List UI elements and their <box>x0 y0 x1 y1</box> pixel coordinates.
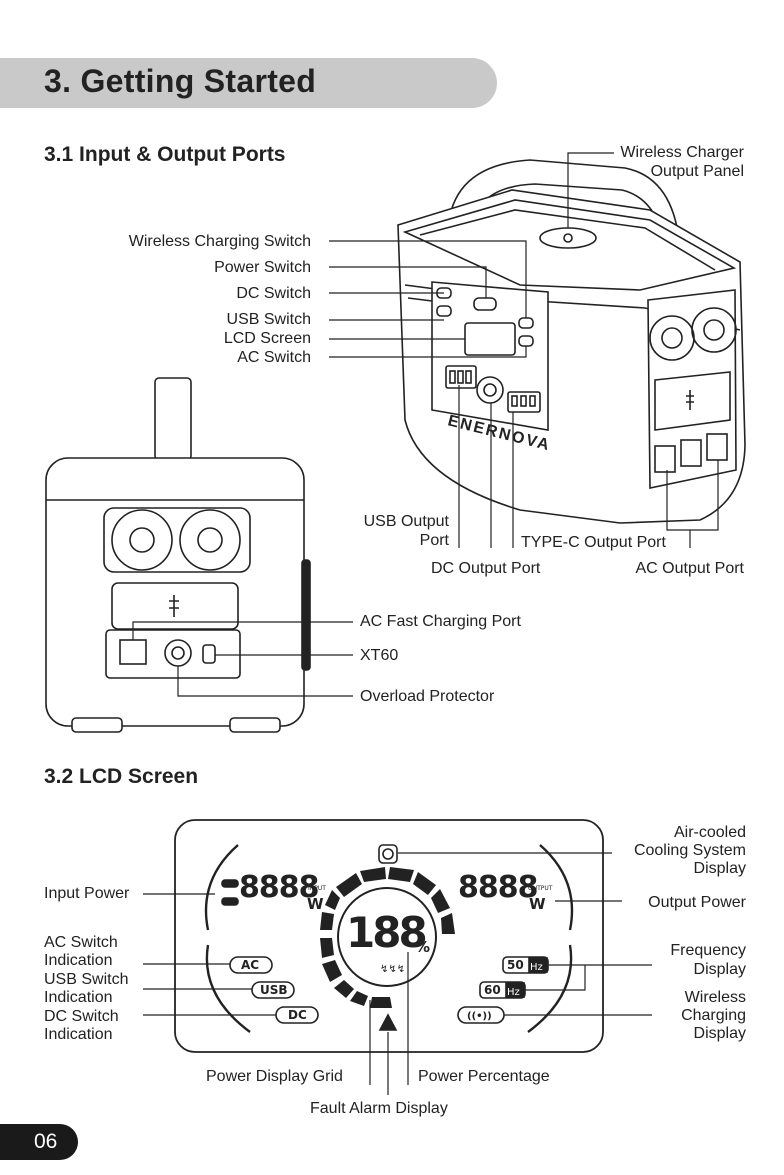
section-title: 3. Getting Started <box>44 63 317 99</box>
lcd-output-tag: OUTPUT <box>528 885 553 892</box>
subsection-title-lcd: 3.2 LCD Screen <box>44 765 199 788</box>
side-view-unit-drawing <box>45 377 311 733</box>
label-usb-output-1: USB Output <box>363 513 449 530</box>
label-typec-output: TYPE-C Output Port <box>521 534 666 551</box>
page-number: 06 <box>34 1130 58 1153</box>
isometric-unit-drawing <box>397 159 746 524</box>
lcd-output-digits: 8888 <box>458 870 538 905</box>
label-dc-indication-1: DC Switch <box>44 1008 119 1025</box>
label-dc-switch: DC Switch <box>236 285 311 302</box>
label-wireless-panel-1: Wireless Charger <box>620 144 744 161</box>
label-ac-indication-2: Indication <box>44 952 113 969</box>
lcd-input-tag: INPUT <box>308 885 326 892</box>
lcd-wireless-badge: ((•)) <box>467 1011 492 1022</box>
label-wireless-1: Wireless <box>684 989 746 1006</box>
label-wireless-2: Charging <box>681 1007 746 1024</box>
label-ac-indication-1: AC Switch <box>44 934 118 951</box>
label-output-power: Output Power <box>648 894 746 911</box>
label-power-display-grid: Power Display Grid <box>206 1068 343 1085</box>
label-usb-indication-2: Indication <box>44 989 113 1006</box>
label-lcd-screen: LCD Screen <box>223 330 311 347</box>
lcd-hz60-value: 60 <box>484 983 501 997</box>
label-dc-output: DC Output Port <box>431 560 541 577</box>
lcd-dc-badge: DC <box>288 1008 307 1022</box>
label-wireless-3: Display <box>693 1025 746 1042</box>
label-power-percentage: Power Percentage <box>418 1068 550 1085</box>
lcd-hz50-value: 50 <box>507 958 524 972</box>
lcd-ac-badge: AC <box>241 958 260 972</box>
label-wireless-switch: Wireless Charging Switch <box>128 233 311 250</box>
label-frequency-2: Display <box>693 961 746 978</box>
lcd-input-unit: W <box>307 895 324 913</box>
section-banner <box>0 58 497 108</box>
label-ac-fast-charging: AC Fast Charging Port <box>360 613 521 630</box>
lcd-hz60-unit: Hz <box>507 987 520 998</box>
page-number-tab <box>0 1124 78 1160</box>
lcd-hz50-unit: Hz <box>530 962 543 973</box>
label-xt60: XT60 <box>360 647 399 664</box>
lcd-percent-sign: % <box>415 938 431 956</box>
label-usb-switch: USB Switch <box>226 311 311 328</box>
label-power-switch: Power Switch <box>214 259 311 276</box>
lcd-usb-badge: USB <box>260 983 288 997</box>
label-usb-indication-1: USB Switch <box>44 971 129 988</box>
label-ac-output: AC Output Port <box>635 560 745 577</box>
label-overload-protector: Overload Protector <box>360 688 495 705</box>
label-cooling-2: Cooling System <box>633 842 746 859</box>
lcd-charging-arrows: ↯↯↯ <box>380 964 406 975</box>
label-cooling-3: Display <box>693 860 746 877</box>
label-fault-alarm: Fault Alarm Display <box>310 1100 448 1117</box>
label-input-power: Input Power <box>44 885 130 902</box>
lcd-diagram <box>174 819 604 1053</box>
lcd-percent-digits: 188 <box>346 908 428 957</box>
label-usb-output-2: Port <box>419 532 449 549</box>
label-dc-indication-2: Indication <box>44 1026 113 1043</box>
label-frequency-1: Frequency <box>670 942 746 959</box>
label-ac-switch: AC Switch <box>237 349 311 366</box>
label-cooling-1: Air-cooled <box>673 824 746 841</box>
subsection-title-ports: 3.1 Input & Output Ports <box>44 143 286 166</box>
label-wireless-panel-2: Output Panel <box>650 163 744 180</box>
lcd-output-unit: W <box>529 895 546 913</box>
